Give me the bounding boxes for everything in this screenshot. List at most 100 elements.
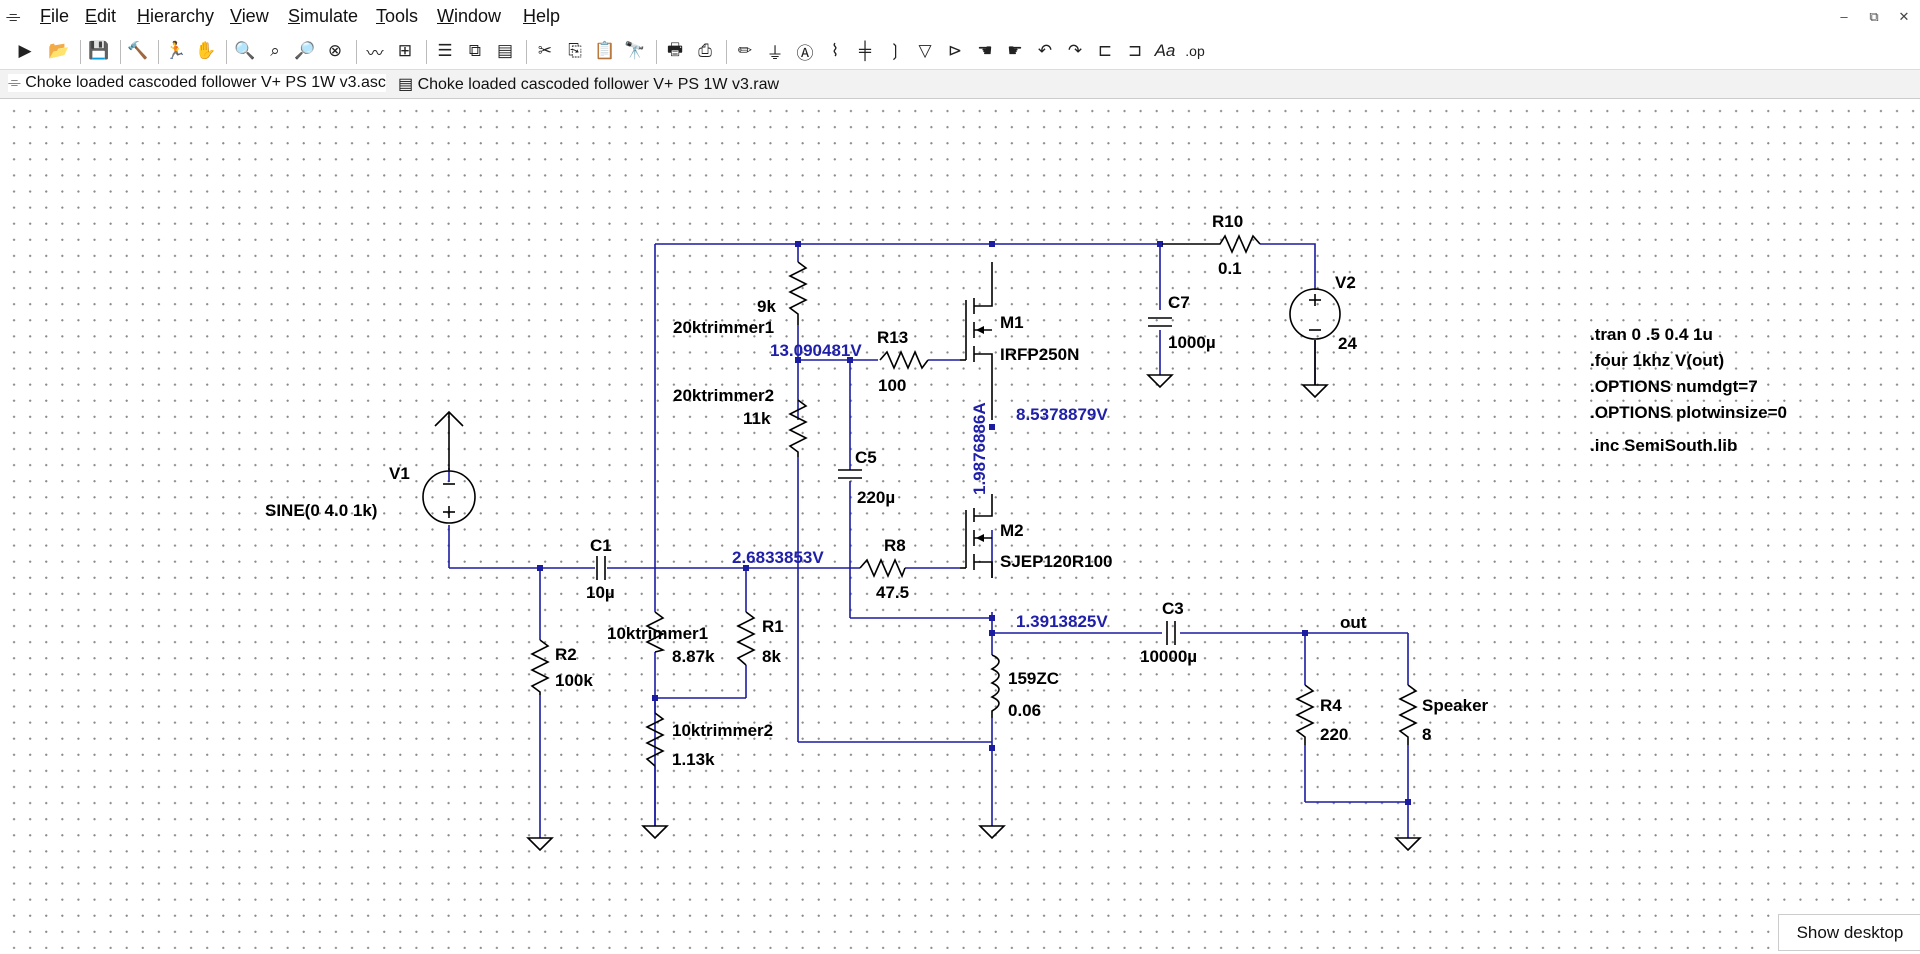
- model-m1[interactable]: IRFP250N: [1000, 345, 1079, 364]
- value-v2[interactable]: 24: [1338, 334, 1357, 353]
- tab-schematic[interactable]: ⌯ Choke loaded cascoded follower V+ PS 1…: [8, 74, 386, 92]
- value-r13[interactable]: 100: [878, 376, 906, 395]
- show-desktop-button[interactable]: Show desktop: [1778, 914, 1920, 951]
- resistor-r10[interactable]: [1162, 234, 1261, 254]
- redo-icon[interactable]: ↷: [1067, 41, 1083, 60]
- menu-hierarchy[interactable]: Hierarchy: [137, 6, 215, 26]
- value-c3[interactable]: 10000µ: [1140, 647, 1197, 666]
- resistor-speaker[interactable]: [1398, 684, 1418, 745]
- label-10ktrimmer1[interactable]: 10ktrimmer1: [607, 624, 708, 643]
- ltspice-app-icon[interactable]: ⌯: [6, 6, 21, 26]
- label-m1[interactable]: M1: [1000, 313, 1024, 332]
- value-r1[interactable]: 8k: [762, 647, 781, 666]
- value-159zc[interactable]: 0.06: [1008, 701, 1041, 720]
- label-159zc[interactable]: 159ZC: [1008, 669, 1059, 688]
- schematic-canvas[interactable]: R10 0.1 V2 24 C7 1000µ M1 IRFP250N R13 1…: [0, 99, 1920, 949]
- label-20ktrimmer1[interactable]: 20ktrimmer1: [673, 318, 774, 337]
- cascade-icon[interactable]: ⧉: [468, 41, 482, 60]
- inductor-icon[interactable]: ❳: [887, 41, 903, 60]
- label-c5[interactable]: C5: [855, 448, 877, 467]
- directive-four[interactable]: .four 1khz V(out): [1590, 351, 1724, 370]
- label-v1[interactable]: V1: [389, 464, 410, 483]
- menu-window[interactable]: Window: [437, 6, 502, 26]
- save-icon[interactable]: 💾: [88, 41, 110, 60]
- text-icon[interactable]: Aa: [1154, 41, 1176, 60]
- ground-icon[interactable]: ⏚: [766, 43, 784, 63]
- directive-inc[interactable]: .inc SemiSouth.lib: [1590, 436, 1737, 455]
- label-net-icon[interactable]: Ⓐ: [796, 43, 814, 63]
- zoom-pan-icon[interactable]: ⌕: [270, 41, 280, 60]
- component-icon[interactable]: ⊳: [947, 41, 963, 60]
- resistor-r2[interactable]: [530, 639, 550, 695]
- zoom-fit-icon[interactable]: ⊗: [327, 41, 343, 60]
- capacitor-c1[interactable]: [596, 556, 606, 580]
- resistor-icon[interactable]: ⌇: [830, 41, 840, 60]
- label-c1[interactable]: C1: [590, 536, 612, 555]
- value-c1[interactable]: 10µ: [586, 583, 615, 602]
- move-hand-icon[interactable]: ☚: [977, 41, 993, 60]
- label-c3[interactable]: C3: [1162, 599, 1184, 618]
- capacitor-c7[interactable]: [1148, 317, 1172, 327]
- waveform-icon[interactable]: 〰: [366, 43, 384, 63]
- value-r4[interactable]: 220: [1320, 725, 1348, 744]
- label-r13[interactable]: R13: [877, 328, 908, 347]
- run-sim-icon[interactable]: 🏃: [165, 41, 187, 60]
- copy-icon[interactable]: ⎘: [568, 41, 582, 60]
- print-icon[interactable]: 🖶: [666, 39, 684, 59]
- control-panel-icon[interactable]: 🔨: [127, 41, 149, 60]
- jfet-m2[interactable]: [960, 494, 993, 578]
- resistor-r4[interactable]: [1295, 684, 1315, 745]
- autorange-icon[interactable]: ⊞: [397, 41, 413, 60]
- directive-numdgt[interactable]: .OPTIONS numdgt=7: [1590, 377, 1758, 396]
- menu-view[interactable]: View: [230, 6, 269, 26]
- value-20ktrimmer1[interactable]: 9k: [757, 297, 776, 316]
- menu-tools[interactable]: Tools: [376, 6, 419, 26]
- diode-icon[interactable]: ▽: [918, 41, 932, 60]
- resistor-r1[interactable]: [736, 611, 756, 666]
- rotate-icon[interactable]: ⊏: [1097, 41, 1113, 60]
- tile-vertical-icon[interactable]: ▤: [496, 41, 514, 60]
- open-folder-icon[interactable]: 📂: [48, 41, 70, 60]
- cut-icon[interactable]: ✂: [537, 41, 553, 60]
- label-r4[interactable]: R4: [1320, 696, 1342, 715]
- label-10ktrimmer2[interactable]: 10ktrimmer2: [672, 721, 773, 740]
- voltage-source[interactable]: 1.3913825V: [1016, 612, 1108, 631]
- capacitor-icon[interactable]: ╪: [858, 41, 872, 60]
- run-icon[interactable]: ▶: [18, 41, 32, 60]
- value-10ktrimmer1[interactable]: 8.87k: [672, 647, 715, 666]
- menu-help[interactable]: Help: [523, 6, 561, 26]
- model-m2[interactable]: SJEP120R100: [1000, 552, 1112, 571]
- capacitor-c5[interactable]: [838, 469, 862, 479]
- label-r10[interactable]: R10: [1212, 212, 1243, 231]
- draw-wire-icon[interactable]: ✏: [737, 41, 753, 60]
- directive-plotwinsize[interactable]: .OPTIONS plotwinsize=0: [1590, 403, 1787, 422]
- drag-hand-icon[interactable]: ☛: [1007, 41, 1023, 60]
- resistor-r13[interactable]: [879, 350, 929, 370]
- resistor-r8[interactable]: [859, 558, 906, 579]
- label-r2[interactable]: R2: [555, 645, 577, 664]
- close-icon[interactable]: ✕: [1898, 9, 1910, 24]
- label-20ktrimmer2[interactable]: 20ktrimmer2: [673, 386, 774, 405]
- find-binoculars-icon[interactable]: 🔭: [624, 41, 646, 60]
- voltage-gate2[interactable]: 2.6833853V: [732, 548, 824, 567]
- voltage-gate1[interactable]: 13.090481V: [770, 341, 862, 360]
- restore-icon[interactable]: ⧉: [1869, 9, 1879, 24]
- menu-file[interactable]: File: [40, 6, 70, 26]
- value-10ktrimmer2[interactable]: 1.13k: [672, 750, 715, 769]
- label-speaker[interactable]: Speaker: [1422, 696, 1489, 715]
- value-r2[interactable]: 100k: [555, 671, 593, 690]
- value-r8[interactable]: 47.5: [876, 583, 909, 602]
- paste-icon[interactable]: 📋: [594, 41, 616, 60]
- label-m2[interactable]: M2: [1000, 521, 1024, 540]
- resistor-10ktrimmer2[interactable]: [645, 712, 665, 767]
- directive-tran[interactable]: .tran 0 .5 0.4 1u: [1590, 325, 1713, 344]
- resistor-20ktrimmer1[interactable]: [788, 261, 808, 325]
- inductor-159zc[interactable]: [990, 654, 1000, 718]
- label-c7[interactable]: C7: [1168, 293, 1190, 312]
- voltage-source-v2[interactable]: [1289, 288, 1341, 385]
- value-c7[interactable]: 1000µ: [1168, 333, 1216, 352]
- tile-horizontal-icon[interactable]: ☰: [437, 41, 453, 60]
- label-v2[interactable]: V2: [1335, 273, 1356, 292]
- net-label-out[interactable]: out: [1340, 613, 1367, 632]
- print-setup-icon[interactable]: ⎙: [698, 41, 712, 60]
